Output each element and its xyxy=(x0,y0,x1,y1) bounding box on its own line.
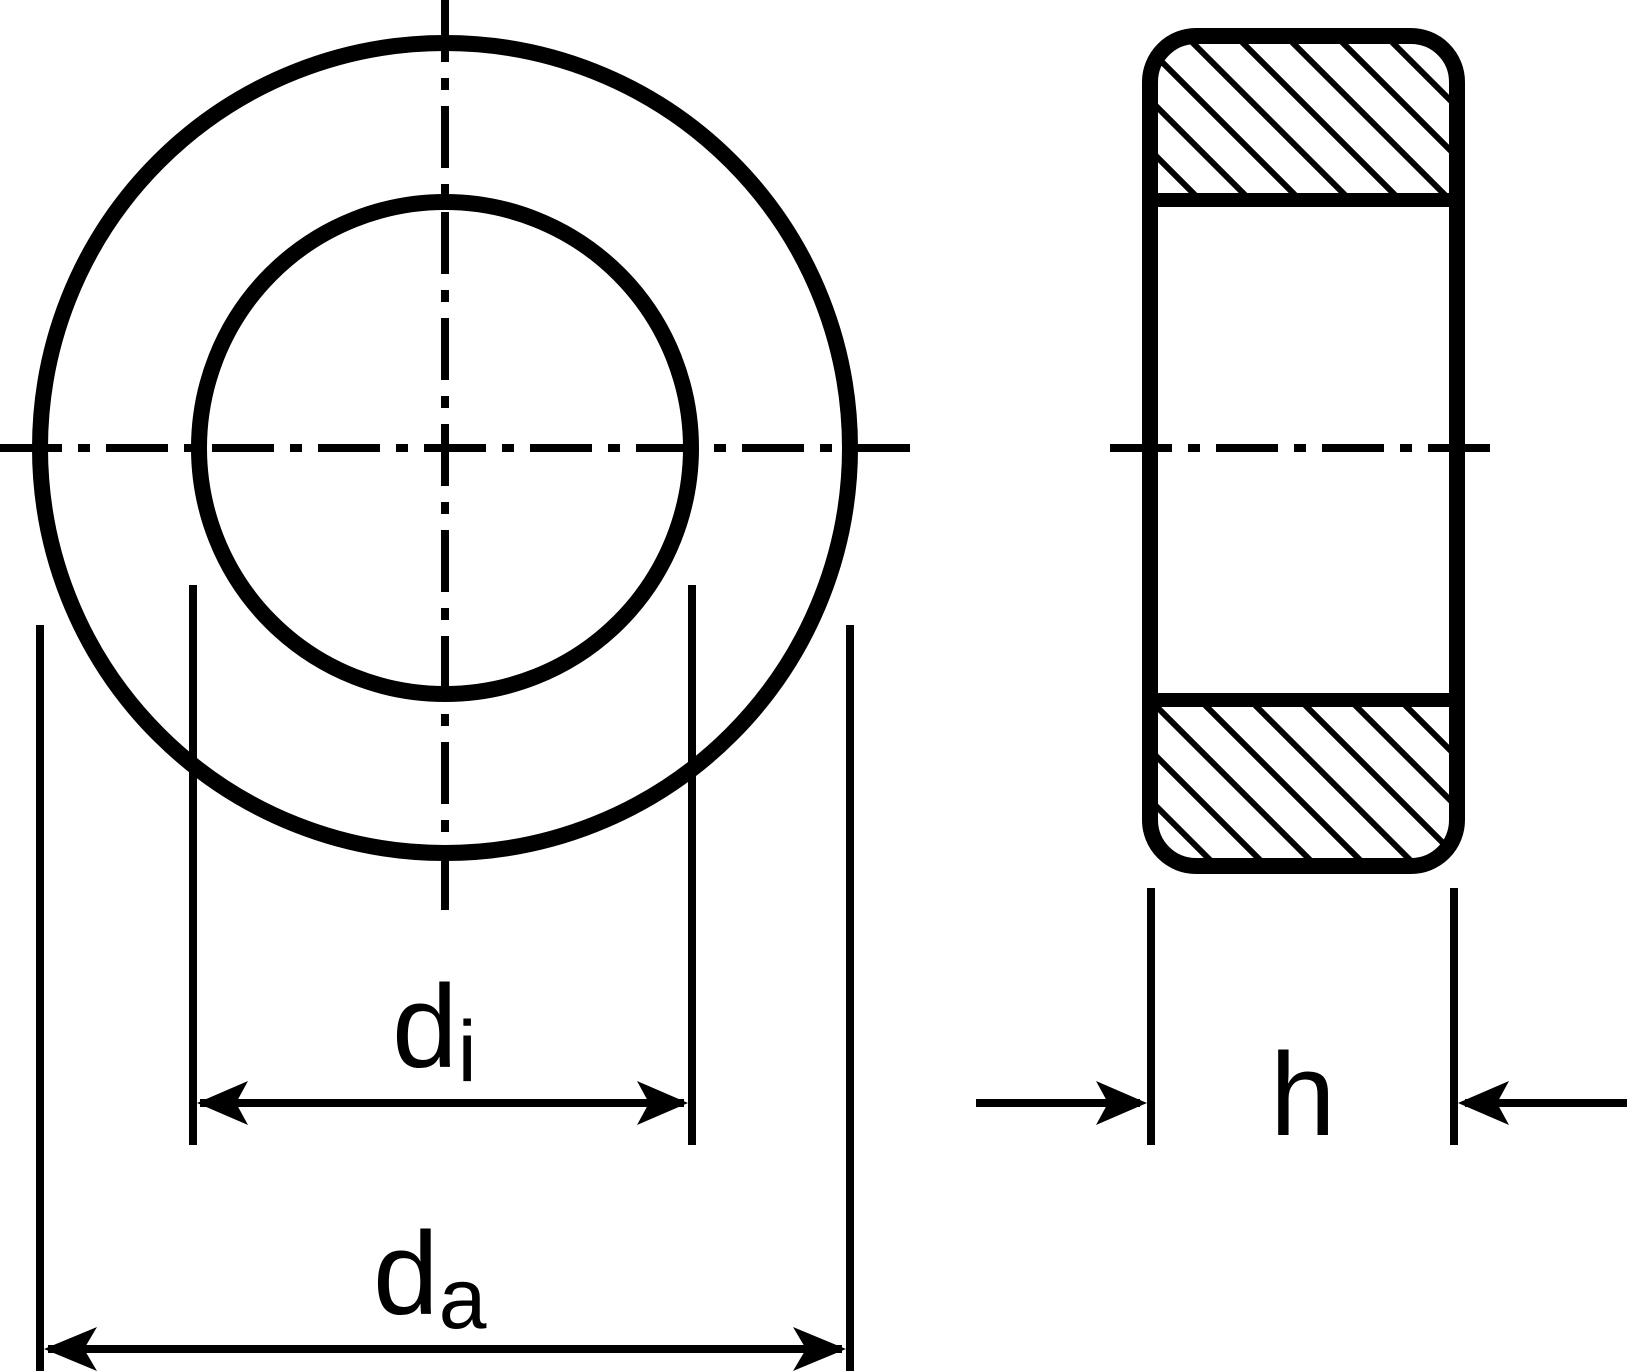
arrowhead-left xyxy=(1096,1081,1147,1125)
inner-diameter-symbol: d xyxy=(392,961,458,1093)
arrowhead-left xyxy=(197,1081,248,1125)
svg-text:di: di xyxy=(392,961,477,1100)
height-dimension: h xyxy=(976,888,1627,1161)
outer-diameter-subscript: a xyxy=(439,1251,487,1347)
arrowhead-right xyxy=(793,1327,846,1371)
side-section-view xyxy=(1110,28,1495,874)
arrowhead-right xyxy=(1458,1081,1509,1125)
outer-diameter-symbol: d xyxy=(373,1208,439,1340)
arrowhead-right xyxy=(637,1081,688,1125)
svg-text:da: da xyxy=(373,1208,487,1347)
hatching-upper xyxy=(1156,42,1450,198)
front-view xyxy=(0,0,912,912)
arrowhead-left xyxy=(44,1327,97,1371)
outer-diameter-dimension: da xyxy=(36,625,854,1371)
inner-diameter-subscript: i xyxy=(458,1004,477,1100)
inner-diameter-dimension: di xyxy=(189,585,696,1145)
height-symbol: h xyxy=(1270,1029,1336,1161)
